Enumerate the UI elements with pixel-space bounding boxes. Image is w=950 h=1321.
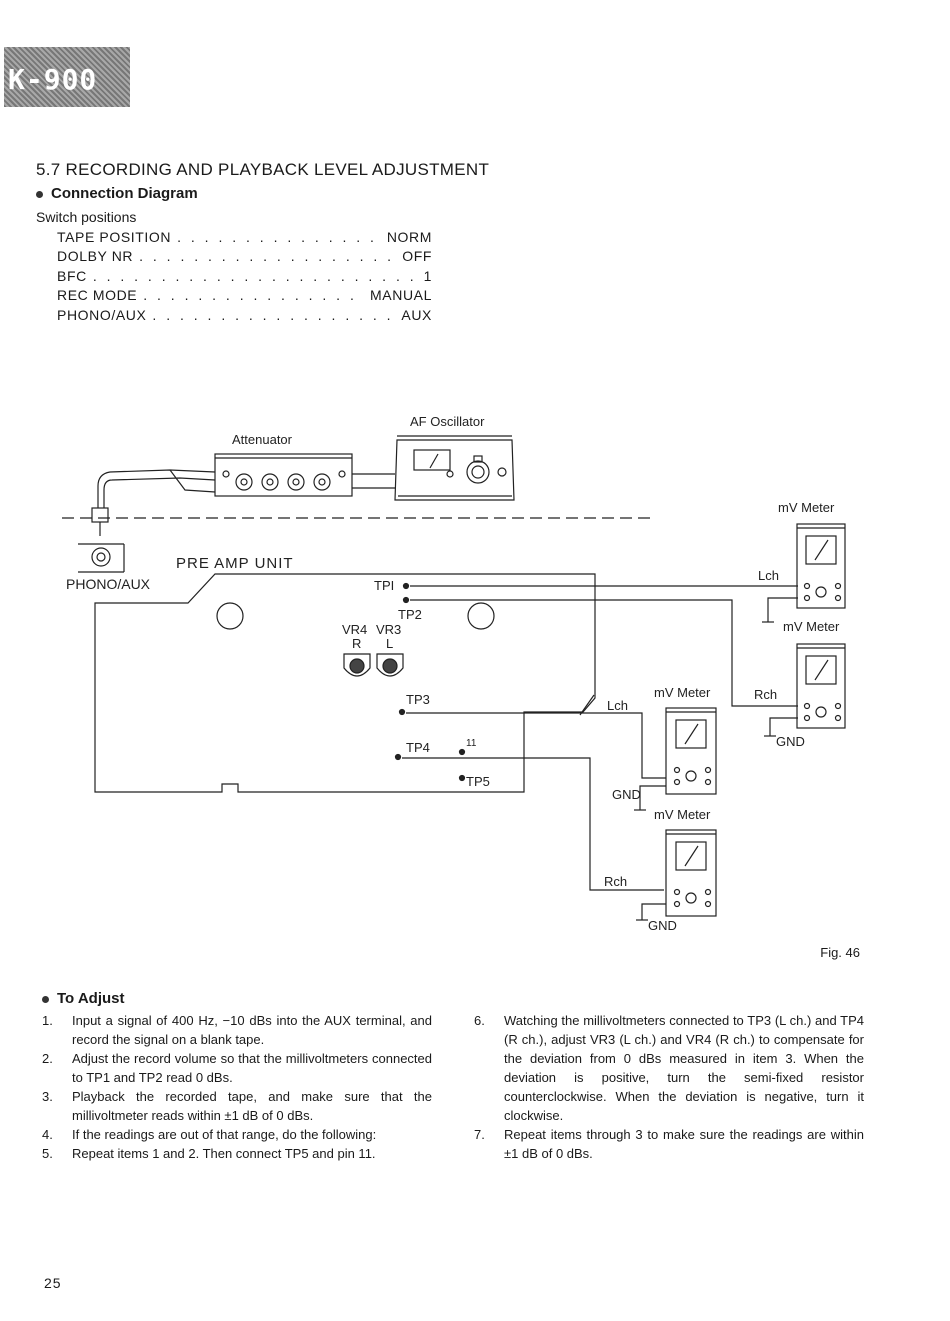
to-adjust-heading: To Adjust	[42, 990, 125, 1007]
gnd-label: GND	[648, 918, 677, 933]
list-item: 4. If the readings are out of that range,…	[42, 1125, 432, 1144]
mv-meter-label: mV Meter	[783, 619, 840, 634]
list-item: 1. Input a signal of 400 Hz, −10 dBs into…	[42, 1011, 432, 1049]
step-number: 6.	[474, 1013, 485, 1028]
tp3-label: TP3	[406, 692, 430, 707]
mv-meter-icon	[665, 707, 717, 795]
af-oscillator-label: AF Oscillator	[410, 414, 485, 429]
switch-row: PHONO/AUX AUX	[57, 305, 432, 325]
mounting-hole	[467, 602, 495, 630]
lch-label: Lch	[758, 568, 779, 583]
leader-dots	[93, 268, 418, 284]
switch-positions-caption: Switch positions	[36, 209, 137, 225]
leader-dots	[152, 307, 395, 323]
switch-name: DOLBY NR	[57, 248, 134, 265]
step-number: 4.	[42, 1127, 53, 1142]
lch-label: Lch	[607, 698, 628, 713]
list-item: 6. Watching the millivoltmeters connected…	[474, 1011, 864, 1125]
mv-meter-icon	[665, 829, 717, 917]
rch-label: Rch	[604, 874, 627, 889]
page-number: 25	[44, 1275, 62, 1291]
leader-dots	[139, 248, 396, 264]
phono-aux-label: PHONO/AUX	[66, 576, 151, 592]
step-text: Watching the millivoltmeters connected t…	[504, 1013, 864, 1123]
switch-name: REC MODE	[57, 287, 138, 304]
gnd-label: GND	[612, 787, 641, 802]
step-text: If the readings are out of that range, d…	[72, 1127, 377, 1142]
switch-value: MANUAL	[370, 287, 432, 304]
switch-row: REC MODE MANUAL	[57, 286, 432, 306]
switch-row: BFC 1	[57, 266, 432, 286]
mv-meter-icon	[796, 643, 846, 729]
steps-right-column: 6. Watching the millivoltmeters connected…	[474, 1011, 864, 1163]
step-number: 5.	[42, 1146, 53, 1161]
bullet-icon	[36, 190, 43, 198]
step-text: Repeat items through 3 to make sure the …	[504, 1127, 864, 1161]
step-number: 1.	[42, 1013, 53, 1028]
switch-value: NORM	[386, 228, 432, 245]
r-label: R	[352, 636, 361, 651]
mounting-hole	[216, 602, 244, 630]
tp2-label: TP2	[398, 607, 422, 622]
to-adjust-heading-text: To Adjust	[57, 990, 125, 1007]
steps-left-column: 1. Input a signal of 400 Hz, −10 dBs into…	[42, 1011, 432, 1163]
tp5-label: TP5	[466, 774, 490, 789]
vr3-label: VR3	[376, 622, 401, 637]
switch-positions-table: TAPE POSITION NORM DOLBY NR OFF BFC 1 REC M…	[57, 227, 432, 325]
mv-meter-label: mV Meter	[654, 807, 711, 822]
tp4-label: TP4	[406, 740, 430, 755]
switch-name: PHONO/AUX	[57, 306, 147, 323]
plug-icon	[91, 507, 109, 523]
section-subtitle-text: Connection Diagram	[51, 185, 198, 202]
connection-diagram: AF Oscillator Attenuator PHONO/AUX PRE A…	[62, 414, 846, 933]
vr3-trimmer-icon	[376, 653, 404, 677]
bullet-icon	[42, 995, 49, 1003]
step-text: Input a signal of 400 Hz, −10 dBs into t…	[72, 1013, 432, 1047]
section-title: 5.7 RECORDING AND PLAYBACK LEVEL ADJUSTM…	[36, 160, 490, 179]
cable-att-phono	[97, 469, 216, 508]
vr4-trimmer-icon	[343, 653, 371, 677]
pre-amp-unit-label: PRE AMP UNIT	[176, 555, 294, 572]
vr4-label: VR4	[342, 622, 367, 637]
mv-meter-icon	[796, 523, 846, 609]
leader-dots	[177, 229, 381, 245]
switch-value: OFF	[402, 248, 432, 265]
switch-value: AUX	[401, 306, 432, 323]
step-text: Repeat items 1 and 2. Then connect TP5 a…	[72, 1146, 376, 1161]
model-badge-text: K-900	[8, 63, 98, 96]
attenuator-device	[214, 453, 353, 497]
model-badge: K-900	[4, 47, 130, 107]
switch-row: TAPE POSITION NORM	[57, 227, 432, 247]
switch-name: BFC	[57, 267, 87, 284]
tp1-label: TPI	[374, 578, 394, 593]
mv-meter-label: mV Meter	[654, 685, 711, 700]
attenuator-label: Attenuator	[232, 432, 293, 447]
phono-jack-icon	[91, 547, 111, 567]
mv-meter-label: mV Meter	[778, 500, 835, 515]
step-number: 7.	[474, 1127, 485, 1142]
list-item: 2. Adjust the record volume so that the m…	[42, 1049, 432, 1087]
switch-row: DOLBY NR OFF	[57, 247, 432, 267]
step-number: 2.	[42, 1051, 53, 1066]
rch-label: Rch	[754, 687, 777, 702]
pre-amp-board	[94, 573, 596, 793]
pin11-label: 11	[466, 738, 477, 749]
step-text: Playback the recorded tape, and make sur…	[72, 1089, 432, 1123]
list-item: 3. Playback the recorded tape, and make s…	[42, 1087, 432, 1125]
list-item: 5. Repeat items 1 and 2. Then connect TP5…	[42, 1144, 432, 1163]
step-number: 3.	[42, 1089, 53, 1104]
af-oscillator-device	[394, 435, 515, 501]
switch-value: 1	[423, 267, 432, 284]
list-item: 7. Repeat items through 3 to make sure th…	[474, 1125, 864, 1163]
switch-name: TAPE POSITION	[57, 228, 172, 245]
figure-label: Fig. 46	[820, 945, 860, 960]
l-label: L	[386, 636, 393, 651]
section-subtitle: Connection Diagram	[36, 185, 198, 202]
gnd-label: GND	[776, 734, 805, 749]
leader-dots	[143, 287, 364, 303]
step-text: Adjust the record volume so that the mil…	[72, 1051, 432, 1085]
